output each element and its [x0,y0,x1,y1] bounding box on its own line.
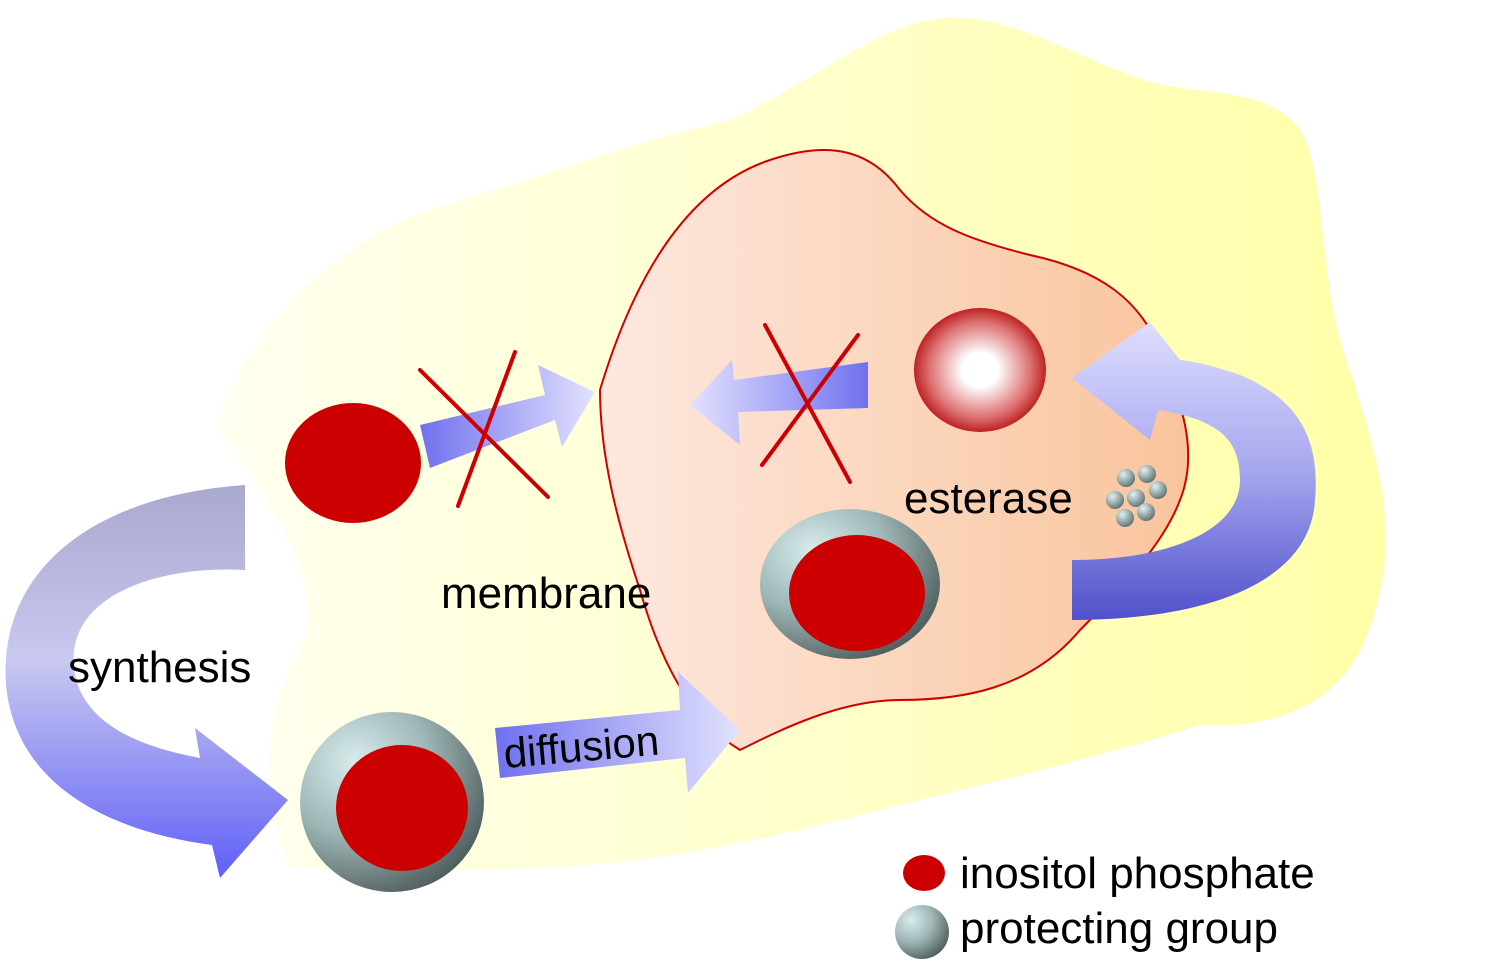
membrane-label: membrane [441,569,651,618]
cross-mark-entry [418,350,550,508]
legend-item-protecting-group: protecting group [895,904,1278,959]
blocked-entry-arrow [420,365,595,468]
legend-item-inositol-phosphate: inositol phosphate [903,849,1315,898]
esterase-label: esterase [904,474,1073,523]
protected-inositol-outside [300,712,484,892]
protected-inositol-inside [760,509,940,659]
cross-mark-exit [760,323,860,484]
synthesis-label: synthesis [68,643,251,692]
legend-label-inositol-phosphate: inositol phosphate [960,849,1315,898]
esterase-particles-icon [1106,465,1167,527]
diffusion-arrow [495,672,740,793]
inositol-phosphate-free [285,403,421,523]
synthesis-arrow [5,485,288,878]
legend-label-protecting-group: protecting group [960,904,1278,953]
red-disc-icon [903,855,945,891]
legend: inositol phosphate protecting group [895,849,1315,959]
released-inositol-phosphate [914,308,1046,432]
grey-sphere-icon [895,905,949,959]
esterase-cycle-arrow [1072,322,1316,620]
